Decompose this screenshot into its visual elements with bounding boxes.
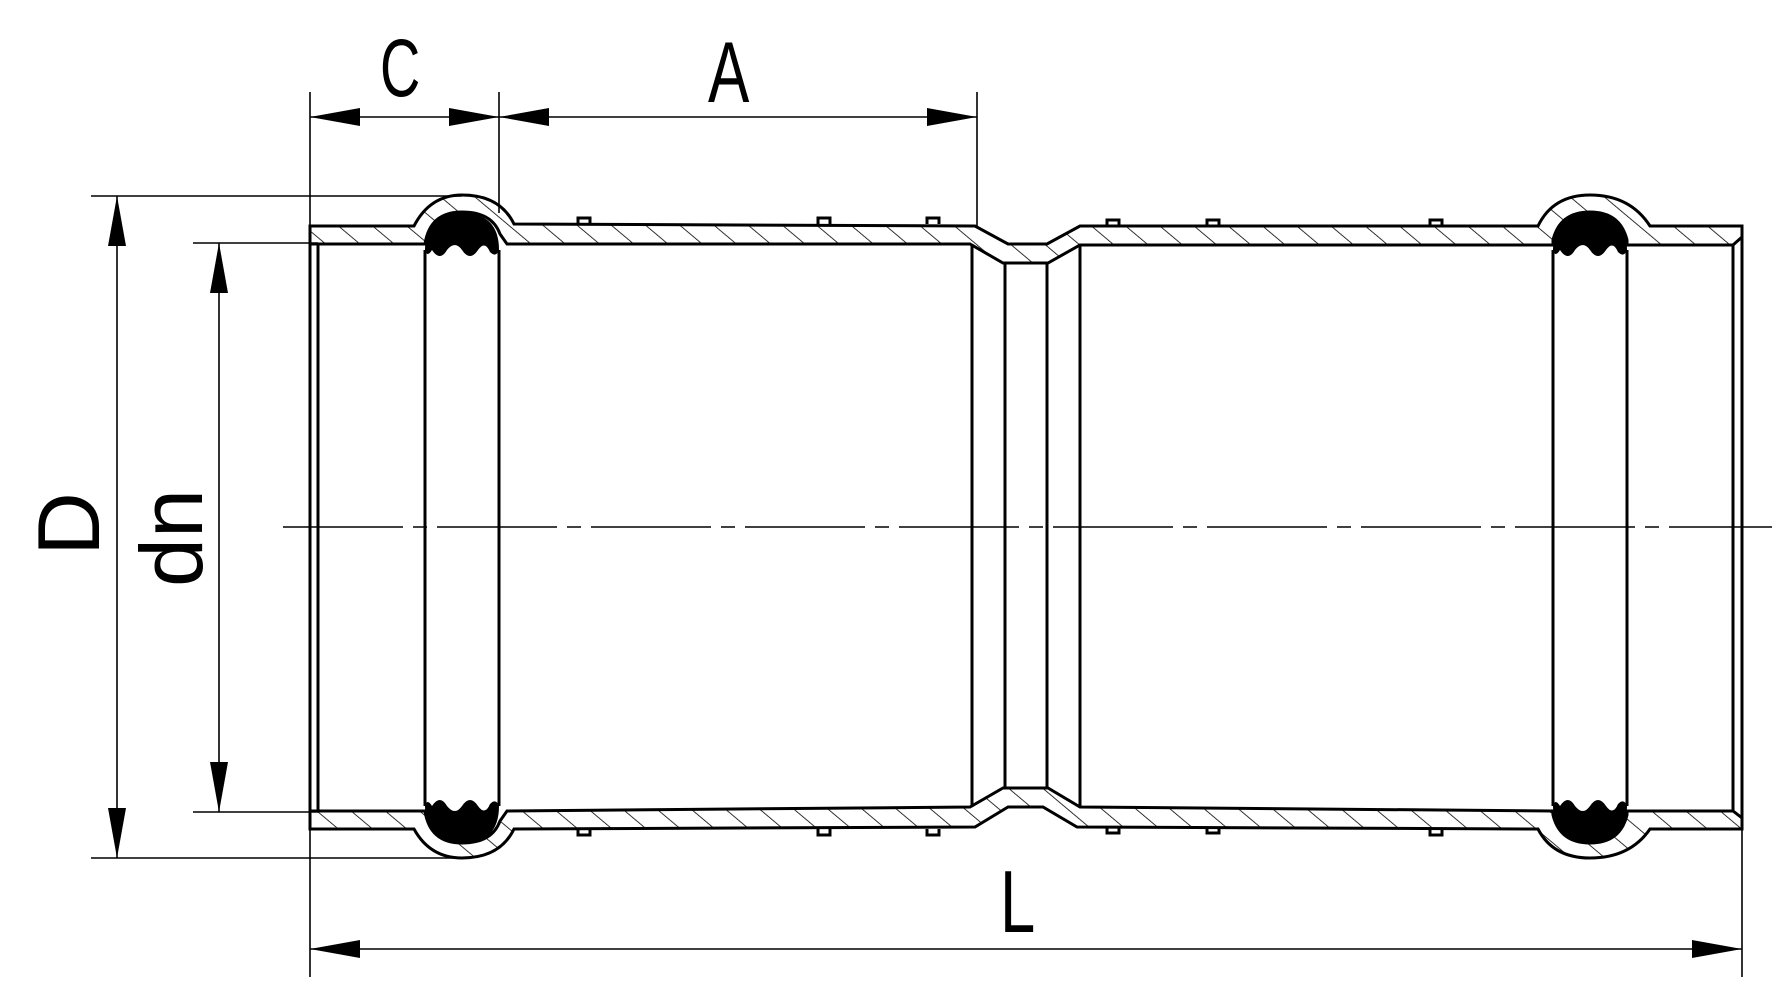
seal-left-top — [425, 213, 499, 256]
dimension-label-c: C — [380, 23, 421, 114]
seal-right-bottom — [1553, 800, 1627, 843]
dimension-label-a: A — [708, 25, 750, 121]
dimension-label-dn: dn — [122, 489, 221, 587]
extension-lines — [91, 92, 1743, 977]
dimension-label-l: L — [1000, 852, 1036, 951]
seal-left-bottom — [425, 800, 499, 843]
dimension-label-d: D — [19, 492, 118, 556]
inner-edges — [308, 226, 1744, 829]
seal-right-top — [1553, 213, 1627, 256]
top-wall — [308, 193, 1744, 265]
bottom-wall — [308, 786, 1744, 860]
